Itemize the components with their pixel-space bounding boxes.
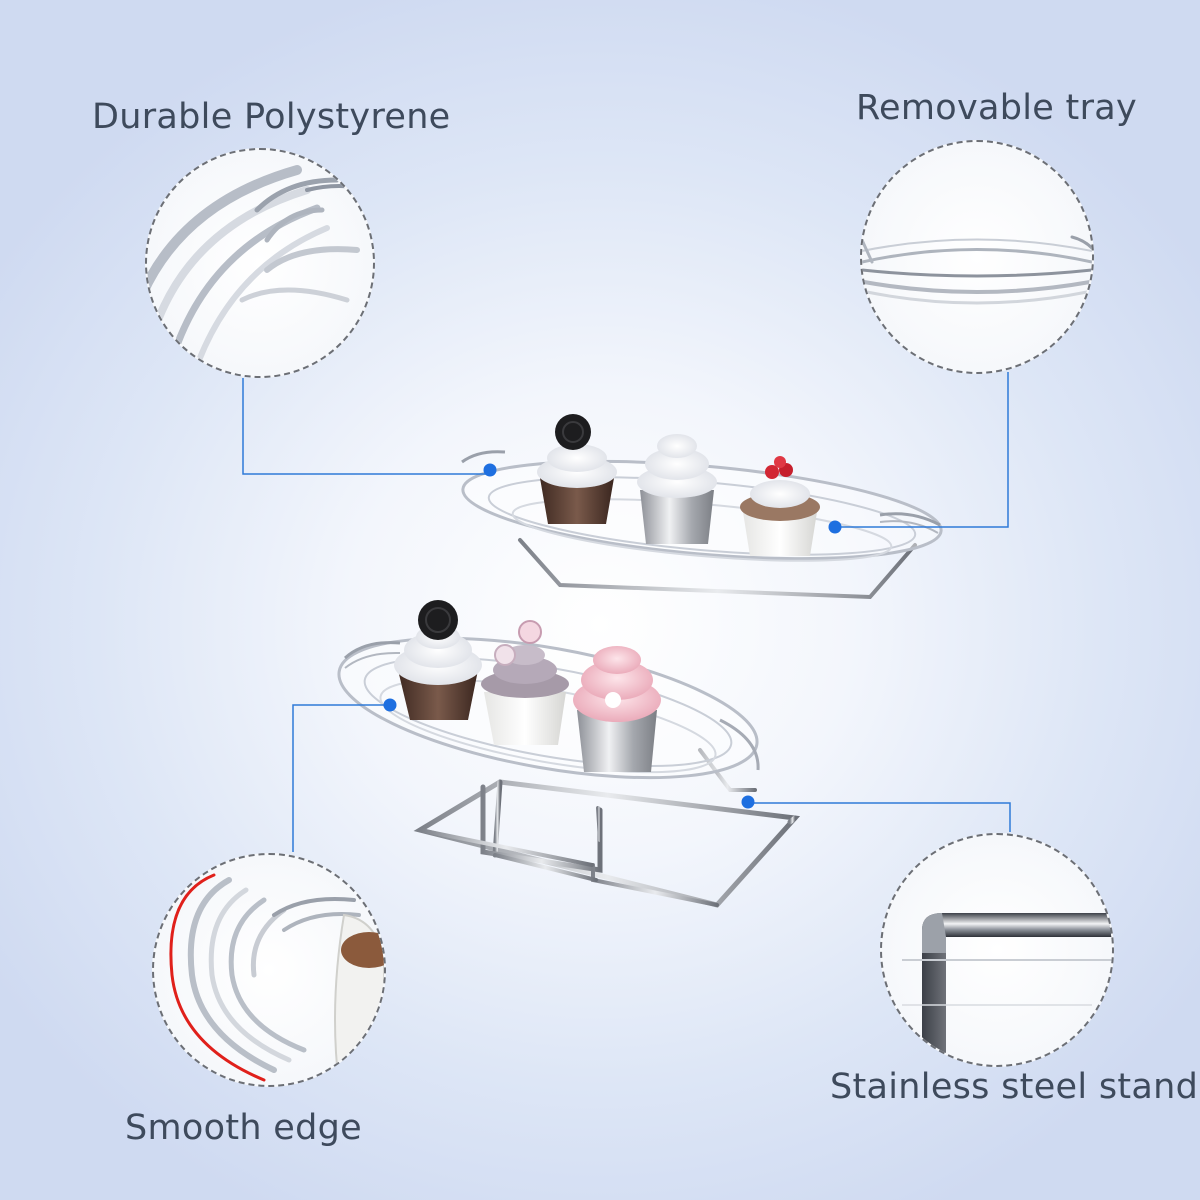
label-durable-polystyrene: Durable Polystyrene (92, 97, 451, 137)
edge-closeup-icon (169, 873, 384, 1085)
steel-bend-closeup-icon (902, 913, 1112, 1065)
callout-line-durable (242, 378, 490, 475)
upper-cupcakes (537, 414, 820, 556)
durable-polystyrene-closeup (145, 148, 375, 378)
smooth-edge-closeup (152, 853, 386, 1087)
stainless-steel-stand-closeup (880, 833, 1114, 1067)
callout-dot-durable (483, 463, 497, 477)
callout-dot-stand (741, 795, 755, 809)
label-removable-tray: Removable tray (856, 88, 1138, 128)
callout-dot-removable (828, 520, 842, 534)
removable-tray-closeup (860, 140, 1094, 374)
callout-line-removable (835, 372, 1009, 528)
tray-rim-closeup-icon (862, 235, 1092, 305)
label-smooth-edge: Smooth edge (125, 1108, 362, 1148)
callout-line-stand (748, 802, 1011, 832)
callout-dot-smooth (383, 698, 397, 712)
callout-line-smooth (292, 704, 390, 852)
plastic-detail-closeup-icon (147, 165, 373, 376)
label-stainless-steel-stand: Stainless steel stand (830, 1067, 1199, 1107)
lower-cupcakes (394, 600, 661, 772)
